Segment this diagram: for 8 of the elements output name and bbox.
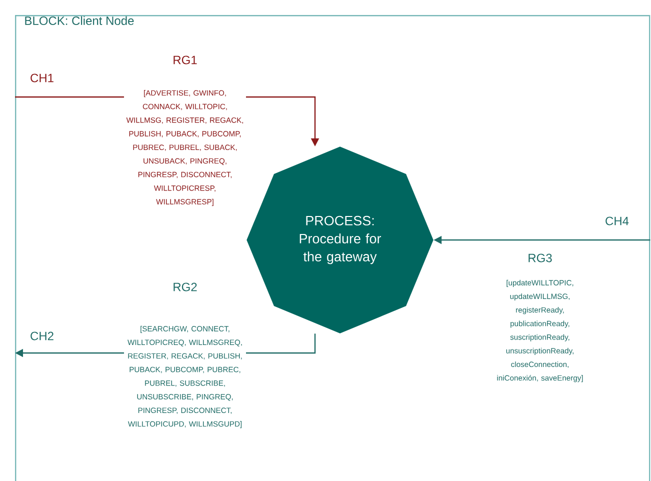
channel-label: CH1	[30, 74, 54, 82]
channel-label: CH2	[30, 332, 54, 340]
channel-label: CH4	[606, 216, 629, 226]
group-label: RG3	[528, 254, 552, 262]
group-label: RG2	[174, 282, 197, 292]
block-heading: BLOCK: Client Node	[25, 16, 134, 25]
group-label: RG1	[174, 56, 197, 64]
process-octagon: PROCESS: Procedure for the gateway	[246, 146, 434, 334]
